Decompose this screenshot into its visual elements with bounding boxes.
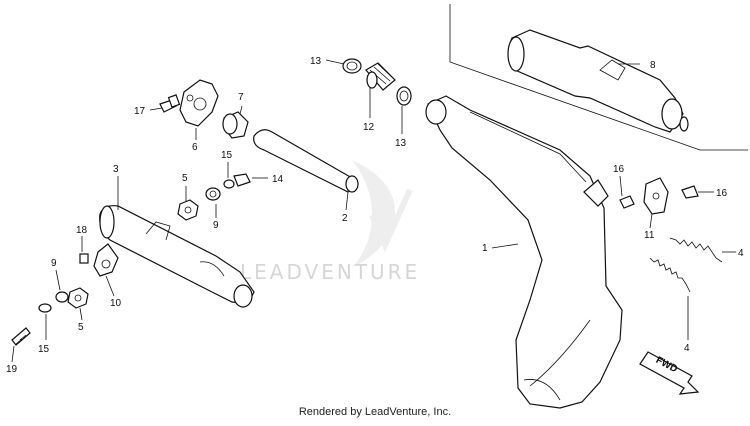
callout-8: 8 <box>650 60 656 71</box>
callout-13-upper: 13 <box>310 56 322 67</box>
callout-14: 14 <box>272 174 284 185</box>
bracket-part-11 <box>643 177 669 215</box>
watermark-text: LEADVENTURE <box>240 260 420 284</box>
seal-part-13-lower <box>396 86 412 106</box>
callout-15-upper: 15 <box>221 150 233 161</box>
bracket-part-10 <box>93 243 119 277</box>
callout-19: 19 <box>6 364 18 375</box>
spring-part-12 <box>365 62 396 91</box>
callout-17: 17 <box>134 106 146 117</box>
muffler-alt-part-8 <box>507 29 689 133</box>
leadventure-watermark-logo <box>352 160 413 268</box>
spacer-part-9-lower <box>55 291 69 303</box>
muffler-part-3 <box>99 205 255 308</box>
callout-2: 2 <box>342 213 348 224</box>
inset-frame <box>449 4 748 151</box>
callout-1: 1 <box>482 243 488 254</box>
callout-16-right: 16 <box>716 188 728 199</box>
callout-15-lower: 15 <box>38 344 50 355</box>
bolt-part-16-right <box>681 185 699 199</box>
callout-11: 11 <box>644 230 655 241</box>
callout-16-left: 16 <box>613 164 625 175</box>
credit-text: Rendered by LeadVenture, Inc. <box>298 406 452 418</box>
callout-4-upper: 4 <box>738 248 744 259</box>
spring-part-4-upper <box>669 237 723 263</box>
callout-4-lower: 4 <box>684 343 690 354</box>
callout-5-lower: 5 <box>78 322 84 333</box>
callout-3: 3 <box>113 164 119 175</box>
callout-18: 18 <box>76 225 88 236</box>
callout-13-lower: 13 <box>395 138 407 149</box>
spacer-part-9-upper <box>205 187 221 201</box>
collar-part-7 <box>222 111 249 139</box>
nut-part-5-lower <box>67 287 89 309</box>
bracket-part-6 <box>179 79 219 127</box>
washer-part-15-upper <box>223 179 235 189</box>
callout-5-upper: 5 <box>182 173 188 184</box>
callout-9-upper: 9 <box>213 220 219 231</box>
forward-arrow-icon: FWD <box>639 351 700 395</box>
spring-part-4-lower <box>649 257 691 293</box>
callout-10: 10 <box>110 298 122 309</box>
bolt-part-17 <box>159 94 181 113</box>
pipe-part-2 <box>253 129 359 193</box>
bolt-part-18 <box>79 253 89 264</box>
callout-7: 7 <box>238 92 244 103</box>
bolt-part-16-left <box>619 195 635 209</box>
callout-9-lower: 9 <box>51 258 57 269</box>
expansion-chamber-part-1 <box>425 95 623 409</box>
nut-part-5-upper <box>177 199 199 221</box>
washer-part-15-lower <box>38 303 52 313</box>
callout-12: 12 <box>363 122 375 133</box>
seal-part-13-upper <box>342 58 362 74</box>
callout-6: 6 <box>192 142 198 153</box>
bolt-part-19 <box>11 327 31 346</box>
nut-part-14 <box>233 173 251 187</box>
